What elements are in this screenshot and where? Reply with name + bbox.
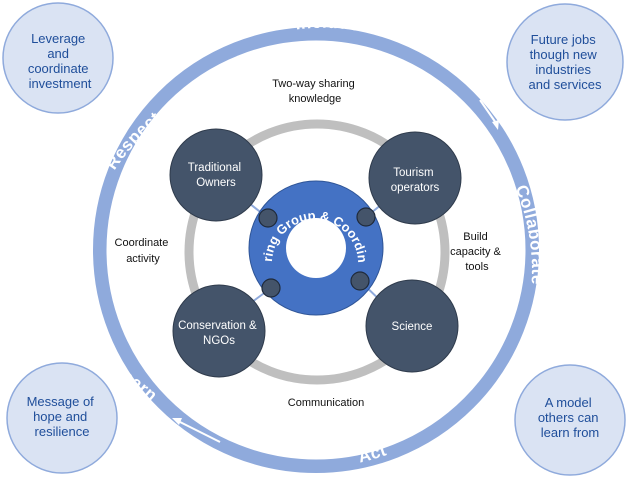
corner-bottom-left-text: Message of hope and resilience bbox=[27, 394, 98, 439]
ring-word-include: Include bbox=[294, 13, 361, 35]
corner-top-right-line: and services bbox=[529, 77, 602, 92]
label-coordinate: Coordinate activity bbox=[115, 237, 172, 265]
corner-top-left: Leverage and coordinate investment bbox=[2, 2, 114, 114]
label-communication: Communication bbox=[288, 397, 364, 409]
label-build-line: Build bbox=[463, 231, 487, 243]
corner-bottom-right-line: A model bbox=[545, 395, 592, 410]
corner-bottom-right-line: learn from bbox=[541, 425, 600, 440]
node-tourism-operators-circle bbox=[368, 131, 462, 225]
grey-ring bbox=[184, 119, 450, 385]
node-tourism-operators-line: operators bbox=[391, 182, 440, 194]
ring-arrowheads bbox=[172, 47, 499, 433]
corner-bottom-right-text: A model others can learn from bbox=[538, 395, 602, 440]
label-sharing: Two-way sharing knowledge bbox=[272, 78, 358, 105]
corner-bottom-left-line: resilience bbox=[35, 424, 90, 439]
ring-arrow-bottom-left bbox=[179, 421, 221, 443]
corner-top-left-text: Leverage and coordinate investment bbox=[28, 31, 92, 91]
ring-arrows bbox=[179, 50, 497, 443]
corner-bottom-left: Message of hope and resilience bbox=[6, 362, 118, 474]
hub-center-hole bbox=[286, 218, 346, 278]
arrowhead-icon bbox=[268, 47, 276, 55]
node-conservation-ngos-line: Conservation & bbox=[178, 320, 257, 332]
corner-bottom-left-line: hope and bbox=[33, 409, 87, 424]
label-coordinate-line: activity bbox=[126, 253, 160, 265]
corner-top-left-line: coordinate bbox=[28, 61, 89, 76]
node-conservation-ngos: Conservation & NGOs bbox=[172, 284, 266, 378]
label-build: Build capacity & tools bbox=[450, 231, 504, 273]
outer-ring-inner-edge bbox=[106, 40, 526, 460]
hub-dot bbox=[261, 278, 281, 298]
node-traditional-owners-circle bbox=[169, 128, 263, 222]
node-conservation-ngos-label: Conservation & NGOs bbox=[178, 320, 260, 347]
node-tourism-operators-label: Tourism operators bbox=[391, 167, 440, 194]
hub-dots bbox=[258, 207, 376, 298]
corner-top-left-circle bbox=[2, 2, 114, 114]
node-conservation-ngos-circle bbox=[172, 284, 266, 378]
node-tourism-operators-line: Tourism bbox=[393, 167, 433, 179]
node-science-label: Science bbox=[392, 321, 433, 333]
hub-dot bbox=[356, 207, 376, 227]
node-traditional-owners-label: Traditional Owners bbox=[188, 162, 244, 189]
corner-top-right-line: though new bbox=[530, 47, 598, 62]
arrowhead-icon bbox=[461, 424, 470, 433]
arrowhead-icon bbox=[492, 120, 499, 130]
ring-arrow-bottom-right bbox=[466, 411, 489, 430]
corner-top-left-line: Leverage bbox=[31, 31, 85, 46]
corner-top-right-line: Future jobs bbox=[531, 32, 597, 47]
ring-arrow-top bbox=[236, 50, 269, 58]
node-traditional-owners-line: Owners bbox=[196, 177, 236, 189]
corner-bottom-left-circle bbox=[6, 362, 118, 474]
corner-top-left-line: investment bbox=[29, 76, 92, 91]
label-sharing-line: Two-way sharing bbox=[272, 78, 355, 90]
node-science-circle bbox=[365, 279, 459, 373]
arrowhead-icon bbox=[172, 418, 182, 425]
node-traditional-owners: Traditional Owners bbox=[169, 128, 263, 222]
label-coordinate-line: Coordinate bbox=[115, 237, 169, 249]
corner-bottom-right: A model others can learn from bbox=[514, 364, 626, 476]
ring-arrow-top-right bbox=[479, 99, 497, 124]
corner-bottom-right-line: others can bbox=[538, 410, 599, 425]
node-tourism-operators: Tourism operators bbox=[368, 131, 462, 225]
hub-dot bbox=[350, 271, 370, 291]
ring-word-include-path: Include bbox=[294, 13, 360, 35]
corner-bottom-right-circle bbox=[514, 364, 626, 476]
node-conservation-ngos-line: NGOs bbox=[203, 335, 235, 347]
corner-top-left-line: and bbox=[47, 46, 69, 61]
label-build-line: tools bbox=[465, 261, 489, 273]
node-traditional-owners-line: Traditional bbox=[188, 162, 241, 174]
corner-bottom-left-line: Message of bbox=[27, 394, 95, 409]
hub-dot bbox=[258, 208, 278, 228]
node-science: Science bbox=[365, 279, 459, 373]
label-build-line: capacity & bbox=[450, 246, 501, 258]
label-sharing-line: knowledge bbox=[289, 93, 342, 105]
corner-top-right-circle bbox=[506, 3, 624, 121]
corner-top-right: Future jobs though new industries and se… bbox=[506, 3, 624, 121]
corner-top-right-line: industries bbox=[535, 62, 591, 77]
corner-top-right-text: Future jobs though new industries and se… bbox=[529, 32, 602, 92]
